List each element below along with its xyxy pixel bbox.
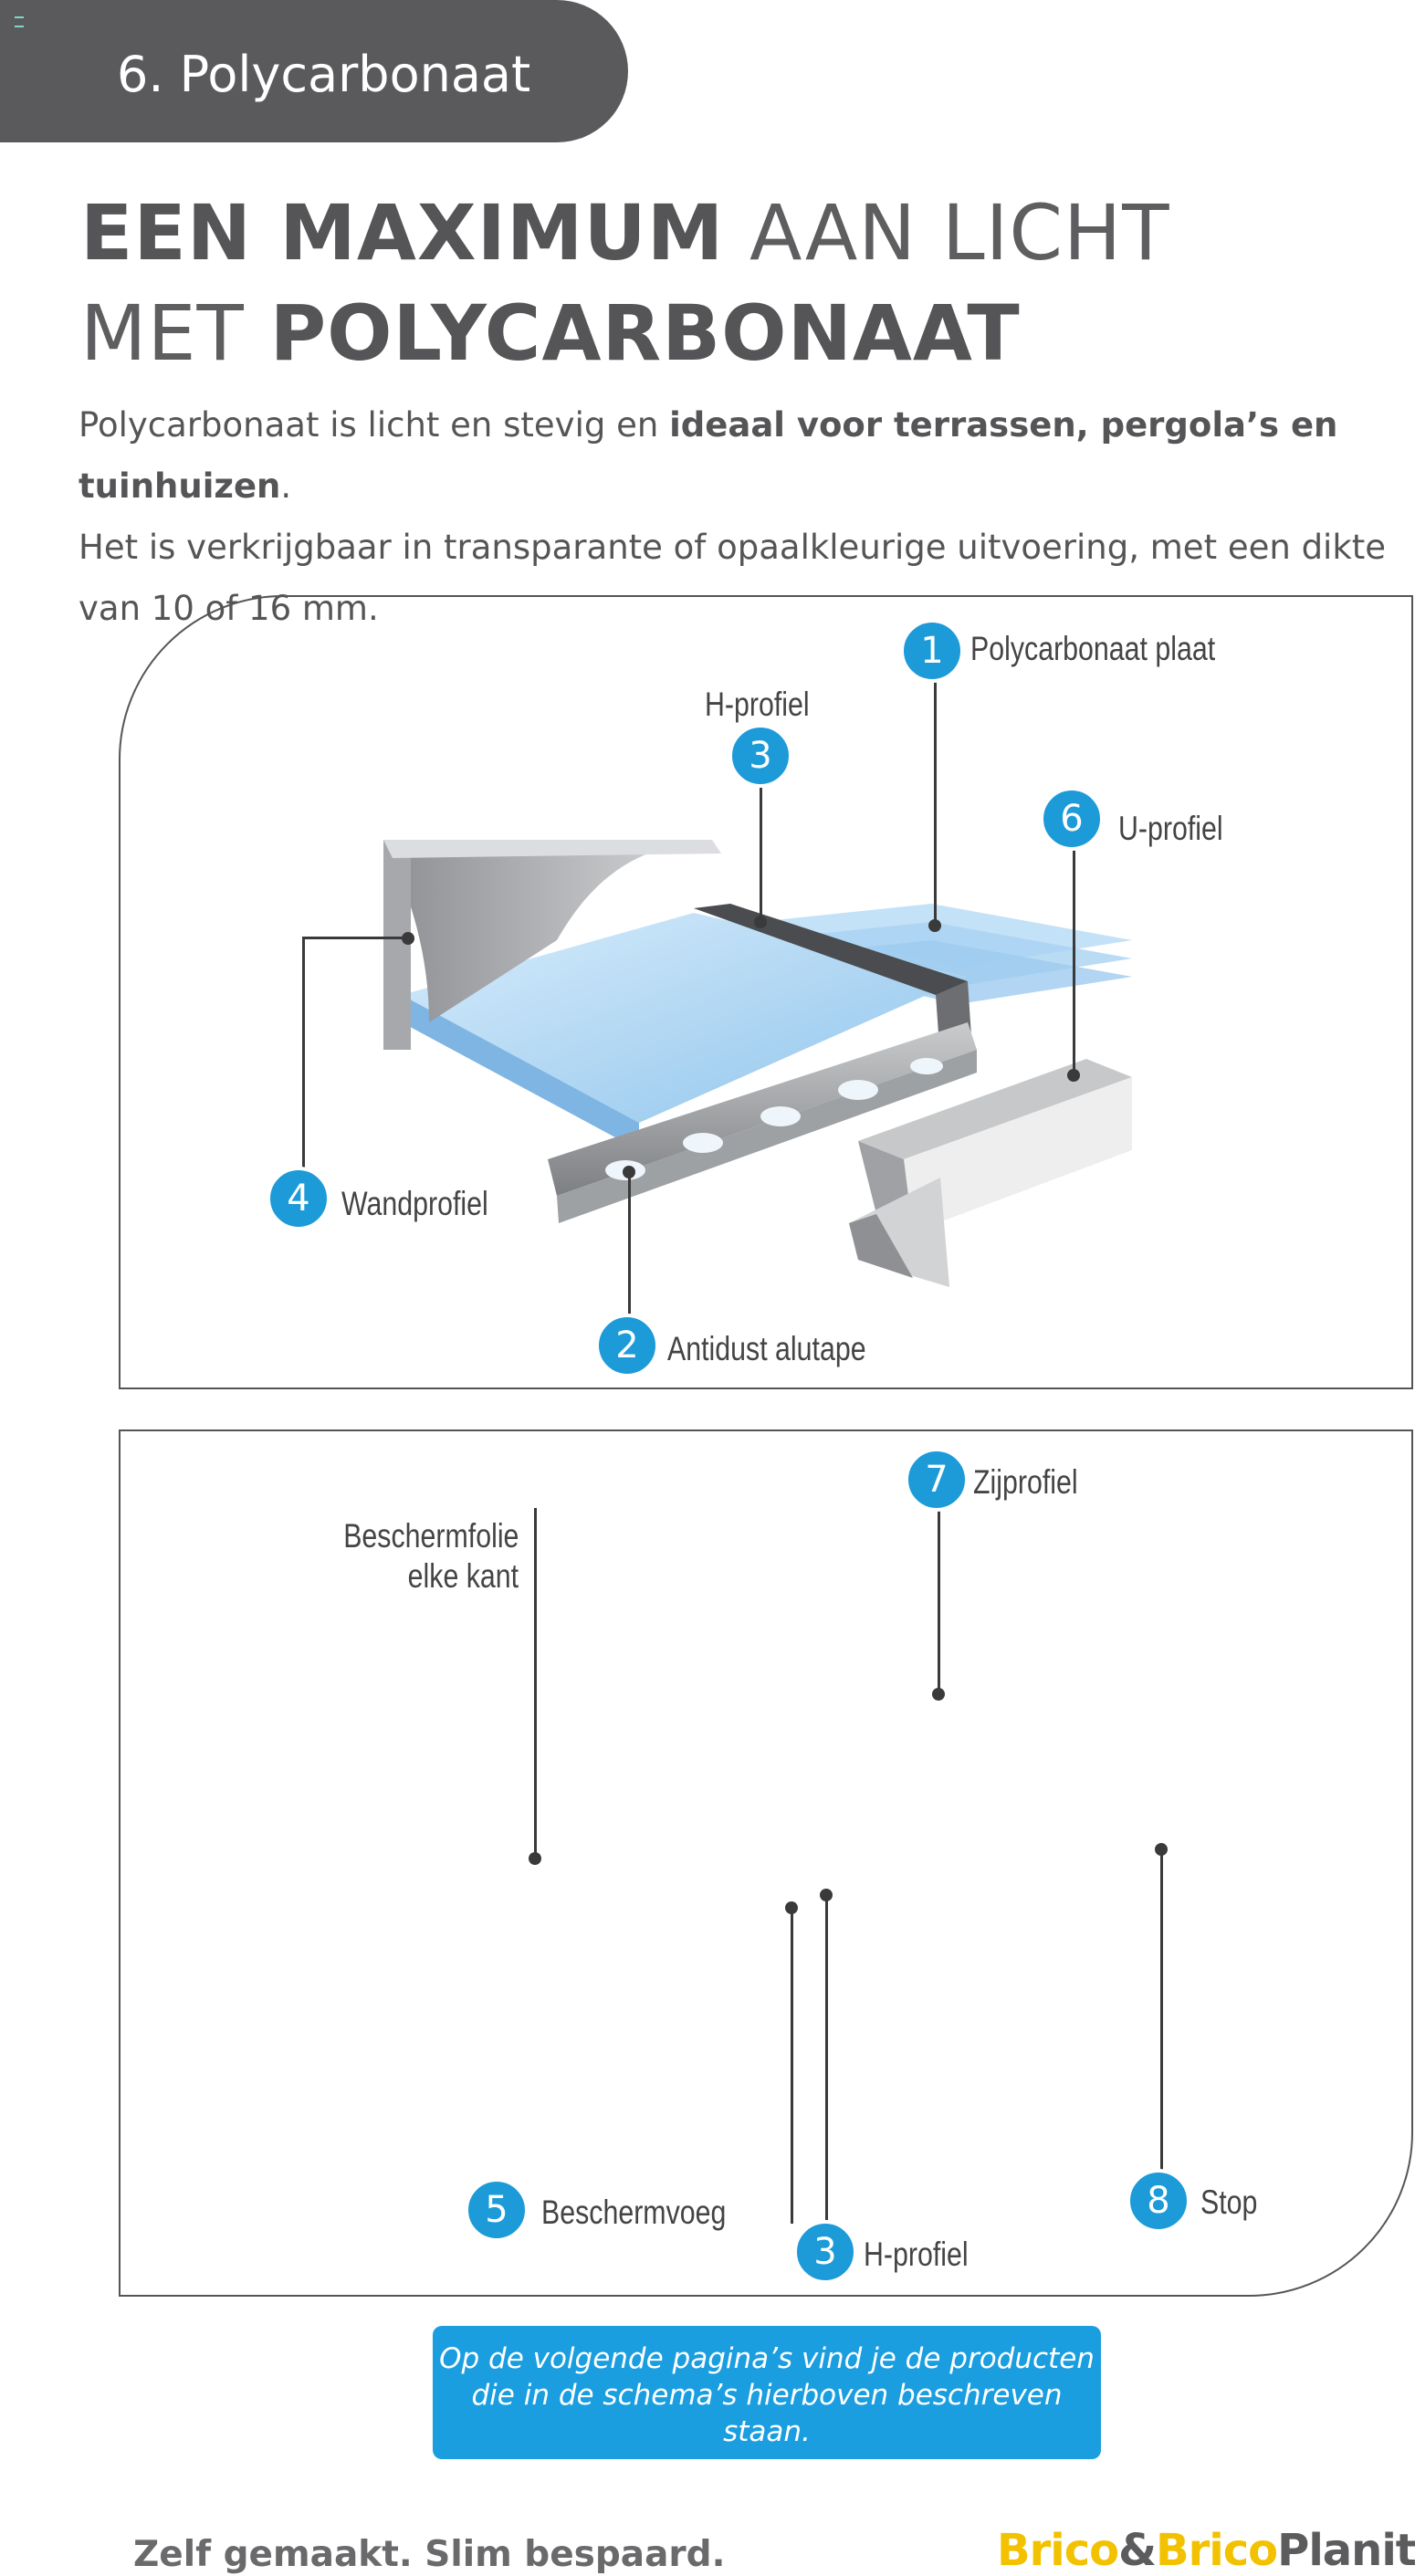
leader-line-8 — [1160, 1849, 1163, 2178]
intro-text-2: . — [280, 466, 292, 506]
logo-ampersand: & — [1118, 2525, 1157, 2576]
callout-label-3b: H-profiel — [864, 2236, 969, 2273]
intro-bold: ideaal voor terrassen, pergola’s en tuin… — [79, 405, 1338, 506]
callout-label-2: Antidust alutape — [667, 1330, 866, 1367]
brand-logo: Brico&BricoPlanit — [997, 2525, 1415, 2576]
section-title: 6. Polycarbonaat — [117, 46, 531, 103]
leader-line-3b — [825, 1895, 828, 2240]
leader-dot-7 — [932, 1688, 945, 1701]
menu-icon — [15, 16, 24, 27]
callout-number-7: 7 — [905, 1448, 969, 1512]
leader-dot-3 — [754, 916, 767, 928]
leader-line-4-h — [302, 937, 408, 939]
cta-line-3: staan. — [723, 2415, 811, 2448]
headline-light-1: AAN LICHT — [749, 188, 1170, 277]
cta-line-2: die in de schema’s hierboven beschreven — [471, 2379, 1063, 2412]
callout-number-8: 8 — [1127, 2169, 1190, 2233]
leader-dot-1 — [928, 919, 941, 932]
logo-brico-2: Brico — [1156, 2525, 1278, 2576]
callout-number-1: 1 — [900, 619, 964, 683]
callout-label-1: Polycarbonaat plaat — [970, 630, 1216, 667]
callout-number-6: 6 — [1040, 787, 1104, 851]
headline-bold-2: POLYCARBONAAT — [269, 288, 1021, 378]
callout-label-8: Stop — [1200, 2183, 1258, 2221]
callout-number-5: 5 — [465, 2178, 529, 2242]
leader-dot-3b — [820, 1889, 833, 1901]
leader-line-3 — [760, 780, 762, 924]
cta-line-1: Op de volgende pagina’s vind je de produ… — [439, 2342, 1095, 2375]
section-tab: 6. Polycarbonaat — [0, 0, 628, 142]
page-headline: EEN MAXIMUM AAN LICHT MET POLYCARBONAAT — [80, 183, 1170, 383]
callout-number-4: 4 — [267, 1167, 330, 1230]
logo-planit: Planit — [1277, 2525, 1415, 2576]
leader-line-1 — [934, 677, 937, 926]
next-pages-note: Op de volgende pagina’s vind je de produ… — [433, 2326, 1101, 2459]
leader-line-6 — [1073, 845, 1075, 1075]
headline-light-2: MET — [80, 288, 245, 378]
note-label-line-2: elke kant — [407, 1557, 519, 1595]
intro-paragraph: Polycarbonaat is licht en stevig en idea… — [79, 394, 1393, 639]
callout-number-3: 3 — [728, 724, 792, 788]
leader-dot-6 — [1067, 1069, 1080, 1082]
callout-number-2: 2 — [595, 1314, 659, 1377]
note-label-line-1: Beschermfolie — [342, 1517, 519, 1555]
leader-line-folie — [534, 1508, 537, 1859]
leader-line-4-v — [302, 937, 305, 1172]
leader-dot-5 — [785, 1901, 798, 1914]
callout-label-6: U-profiel — [1118, 810, 1223, 847]
leader-line-2 — [628, 1172, 631, 1325]
diagram-1-frame — [119, 595, 1413, 1389]
callout-label-5: Beschermvoeg — [541, 2194, 727, 2231]
intro-text-1: Polycarbonaat is licht en stevig en — [79, 405, 670, 445]
leader-dot-4 — [402, 932, 414, 945]
callout-number-3b: 3 — [793, 2220, 857, 2284]
diagram-2-frame — [119, 1429, 1413, 2297]
headline-bold-1: EEN MAXIMUM — [80, 188, 725, 277]
leader-dot-folie — [529, 1852, 541, 1865]
leader-dot-2 — [623, 1166, 635, 1178]
leader-dot-8 — [1155, 1843, 1168, 1856]
callout-label-4: Wandprofiel — [341, 1185, 488, 1222]
callout-label-3: H-profiel — [705, 686, 810, 723]
leader-line-7 — [938, 1506, 940, 1694]
footer-slogan: Zelf gemaakt. Slim bespaard. — [133, 2534, 726, 2575]
intro-line-2: Het is verkrijgbaar in transparante of o… — [79, 528, 1387, 567]
callout-label-7: Zijprofiel — [973, 1463, 1078, 1501]
leader-line-5 — [791, 1908, 793, 2224]
logo-brico-1: Brico — [997, 2525, 1119, 2576]
